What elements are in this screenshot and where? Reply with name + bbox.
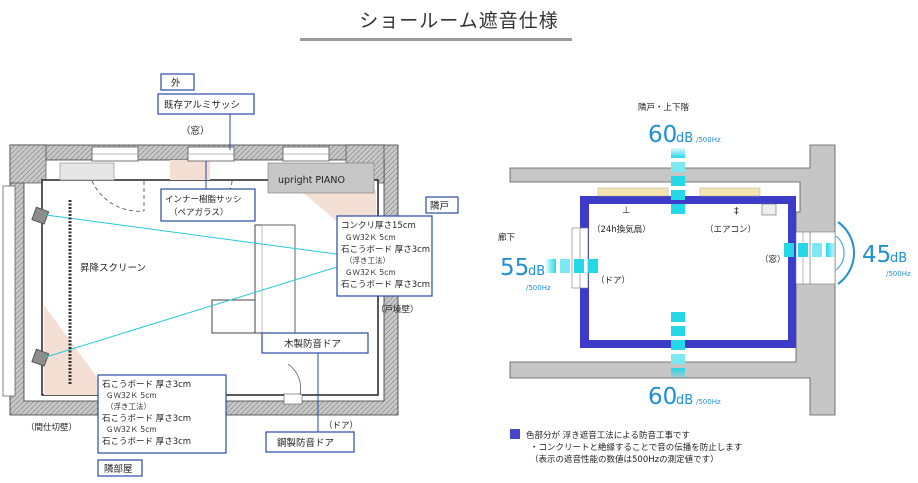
desk — [211, 299, 256, 334]
existing-sash-label: 既存アルミサッシ — [164, 99, 240, 111]
inner-sash-box — [160, 188, 256, 222]
wall-spec-line-1: コンクリ厚さ15cm — [341, 221, 416, 231]
legend-line-2: ・コンクリートと絶縁することで音の伝播を防止します — [530, 442, 742, 453]
reflection-zone-left — [44, 305, 110, 395]
wall-spec-box — [336, 215, 433, 297]
sound-line-top — [45, 214, 367, 259]
window-label: （窓） — [181, 125, 210, 137]
outside-label: 外 — [171, 77, 181, 89]
title-underline — [300, 38, 572, 41]
top-db-unit: dB — [676, 131, 693, 146]
door-frame — [283, 393, 303, 405]
steel-door-label: 鋼製防音ドア — [277, 437, 334, 449]
left-label: 廊下 — [498, 232, 516, 243]
arrow-down — [671, 312, 685, 378]
legend-line-1: 色部分が 浮き遮音工法による防音工事です — [526, 430, 690, 441]
arrow-right — [784, 243, 836, 257]
screen-label: 昇降スクリーン — [80, 262, 146, 274]
left-db-unit: dB — [528, 264, 545, 279]
right-db-unit: dB — [890, 251, 907, 266]
partition-spec-line-1: 石こうボード 厚さ3cm — [102, 380, 191, 390]
legend-line-3: （表示の遮音性能の数値は500Hzの測定値です） — [530, 454, 719, 465]
wave-outer — [837, 221, 855, 285]
piano-shape — [267, 162, 375, 194]
wall-spec-line-5: ＧＷ32Ｋ 5cm — [345, 268, 396, 277]
legend: 色部分が 浮き遮音工法による防音工事です ・コンクリートと絶縁することで音の伝播… — [510, 429, 742, 465]
partition-spec-line-5: ＧＷ32Ｋ 5cm — [106, 425, 157, 434]
door-swing — [287, 363, 301, 396]
inner-sash-line-2: （ペアガラス） — [169, 207, 228, 218]
speaker-top — [31, 206, 50, 225]
wall-pier-left — [9, 144, 47, 184]
top-db-value: 60 — [648, 122, 677, 148]
legend-swatch — [510, 429, 520, 439]
wall-spec-line-2: ＧＷ32Ｋ 5cm — [345, 233, 396, 242]
vent-duct — [597, 187, 669, 197]
cabinet — [254, 224, 296, 334]
partition-spec-line-6: 石こうボード 厚さ3cm — [102, 437, 191, 447]
right-db-value: 45 — [862, 242, 891, 268]
floor-plan: upright PIANO 昇降スクリーン （ドア） 外 既存アルミサッシ — [2, 73, 459, 477]
partition-spec-box — [97, 374, 227, 454]
window-shelf — [59, 162, 115, 181]
aircon-symbol: ‡ — [734, 206, 739, 217]
piano-label: upright PIANO — [278, 175, 345, 186]
bottom-db-unit: dB — [676, 393, 693, 408]
section-window-label: （窓） — [760, 254, 786, 265]
boundary-wall-label: （戸境壁） — [376, 304, 419, 315]
sound-line-bottom — [45, 257, 367, 358]
top-label: 隣戸・上下階 — [638, 102, 690, 113]
top-db-hz: /500Hz — [696, 136, 721, 144]
wood-door-box — [261, 332, 369, 354]
left-db-value: 55 — [500, 255, 529, 281]
arrow-up — [671, 148, 685, 214]
fan-label: （24h換気扇） — [592, 224, 651, 235]
partition-spec-line-4: 石こうボード 厚さ3cm — [102, 414, 191, 424]
next-room-label: 隣部屋 — [104, 463, 133, 475]
neighbor-box — [425, 196, 459, 214]
right-db-hz: /500Hz — [886, 270, 911, 278]
window-units — [91, 146, 330, 162]
arrow-left — [546, 259, 598, 273]
window-zone — [170, 160, 210, 180]
partition-wall-label: （間仕切壁） — [26, 422, 77, 433]
wall-spec-line-3: 石こうボード 厚さ3cm — [341, 245, 430, 255]
side-panel — [2, 185, 16, 397]
swing-arc-1 — [91, 180, 145, 212]
door-label: （ドア） — [324, 420, 358, 431]
aircon-unit — [761, 203, 777, 216]
page-title: ショールーム遮音仕様 — [359, 10, 559, 32]
section-view: ⊥ ‡ （24h換気扇） （エアコン） （窓） （ドア） — [498, 102, 911, 416]
aircon-duct — [699, 187, 761, 197]
inner-sash-line-1: インナー樹脂サッシ — [165, 194, 242, 205]
outside-box — [160, 73, 195, 91]
wave-inner — [835, 235, 845, 271]
partition-spec-line-2: ＧＷ32Ｋ 5cm — [106, 391, 157, 400]
speaker-bottom — [31, 348, 50, 367]
section-window-gap — [809, 231, 836, 285]
section-concrete — [509, 144, 836, 416]
wood-door-label: 木製防音ドア — [284, 338, 341, 350]
steel-door-box — [265, 431, 355, 453]
fan-symbol: ⊥ — [622, 205, 630, 216]
wall-spec-line-6: 石こうボード 厚さ3cm — [341, 280, 430, 290]
existing-sash-box — [157, 93, 255, 115]
next-room-box — [97, 459, 143, 477]
left-db-hz: /500Hz — [526, 284, 551, 292]
bottom-db-hz: /500Hz — [696, 398, 721, 406]
wall-spec-line-4: （浮き工法） — [345, 255, 390, 265]
neighbor-label: 隣戸 — [430, 200, 449, 212]
section-door-label: （ドア） — [596, 275, 630, 286]
aircon-label: （エアコン） — [705, 224, 756, 235]
room-interior — [589, 204, 788, 340]
bottom-db-value: 60 — [648, 384, 677, 410]
partition-spec-line-3: （浮き工法） — [106, 401, 151, 411]
